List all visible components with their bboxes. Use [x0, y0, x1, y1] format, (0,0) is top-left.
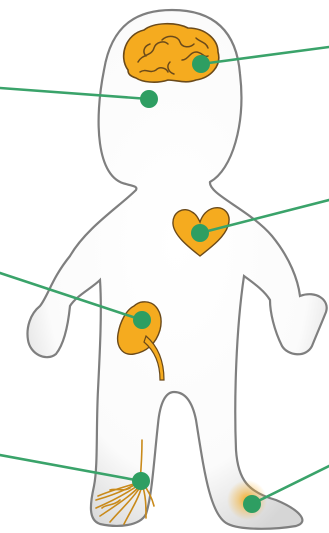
- marker-kidney: [133, 311, 151, 329]
- marker-heart: [191, 224, 209, 242]
- body-silhouette: [28, 10, 327, 529]
- marker-foot: [243, 495, 261, 513]
- brain-icon: [124, 24, 219, 82]
- marker-nerves: [132, 472, 150, 490]
- marker-brain: [192, 55, 210, 73]
- leader-line-foot: [252, 466, 329, 504]
- marker-head: [140, 90, 158, 108]
